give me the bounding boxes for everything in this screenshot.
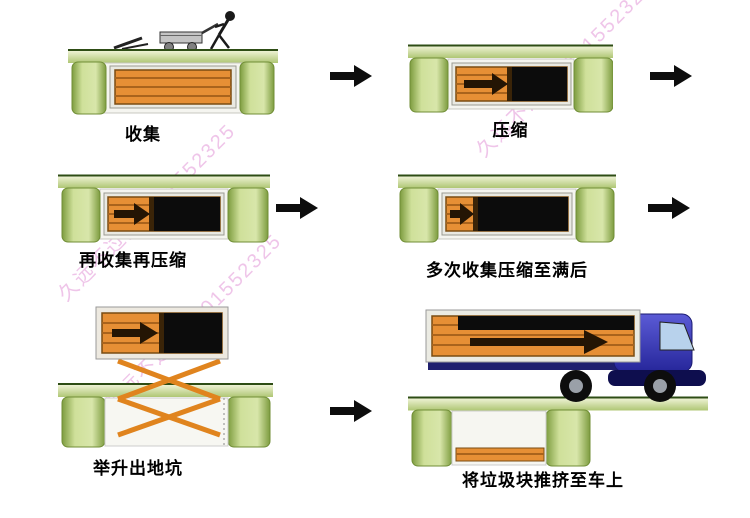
flow-arrow-icon: [330, 400, 372, 422]
push-arrow-icon: [470, 330, 608, 354]
pit-wall-left: [61, 396, 106, 448]
waste-block: [512, 67, 567, 101]
pit-wall-right: [575, 187, 615, 243]
stage-label: 举升出地坑: [93, 459, 183, 478]
stage-full: 多次收集压缩至满后: [398, 172, 616, 281]
collect-graphic: [68, 11, 278, 115]
pit-wall-right: [227, 396, 271, 448]
truck: [428, 313, 706, 402]
truck-bed: [428, 362, 653, 370]
flow-arrow-icon: [276, 197, 318, 219]
ground: [58, 383, 273, 397]
recollect-graphic: [58, 174, 270, 243]
stage-label: 将垃圾块推挤至车上: [462, 471, 624, 490]
push-arrow-icon: [450, 203, 474, 225]
pusher-plate: [507, 67, 512, 101]
truck-windshield: [659, 321, 695, 351]
waste-block: [164, 313, 222, 353]
pit-wall-right: [545, 409, 591, 467]
stage-recollect: 再收集再压缩: [58, 172, 270, 271]
container: [109, 65, 237, 109]
waste-block: [154, 197, 220, 231]
push-graphic: [408, 309, 708, 467]
pusher-plate: [149, 197, 154, 231]
waste-block: [478, 197, 568, 231]
push-arrow-icon: [114, 203, 150, 225]
pusher-plate: [159, 313, 164, 353]
lift-graphic: [58, 306, 273, 448]
flow-arrow-icon: [648, 197, 690, 219]
pit-wall-left: [411, 409, 453, 467]
container: [103, 192, 225, 236]
container: [425, 309, 641, 363]
stage-label: 收集: [125, 125, 161, 144]
waste-block: [458, 316, 634, 330]
ground: [408, 396, 708, 411]
pusher-plate: [473, 197, 478, 231]
scissor-lift: [117, 358, 221, 438]
ground: [58, 174, 270, 188]
push-arrow-icon: [112, 322, 158, 344]
push-arrow-icon: [464, 73, 508, 95]
worker-and-cart: [113, 11, 235, 52]
compress-graphic: [408, 44, 613, 113]
flow-arrow-icon: [330, 65, 372, 87]
stage-compress: 压缩: [408, 42, 613, 141]
pit-wall-left: [71, 61, 107, 115]
pit-wall-left: [409, 57, 449, 113]
stage-label: 多次收集压缩至满后: [426, 261, 588, 280]
ground: [68, 49, 278, 63]
container: [451, 62, 572, 106]
stage-label: 再收集再压缩: [79, 251, 187, 270]
container: [95, 306, 229, 360]
pit-wall-right: [573, 57, 613, 113]
pit-wall-left: [399, 187, 439, 243]
lift-platform: [455, 447, 545, 462]
full-graphic: [398, 174, 616, 243]
flow-arrow-icon: [650, 65, 692, 87]
container: [441, 192, 573, 236]
ground: [398, 174, 616, 188]
stage-label: 压缩: [492, 121, 529, 140]
ground: [408, 44, 613, 58]
stage-lift: 举升出地坑: [58, 305, 273, 479]
pit-wall-right: [227, 187, 269, 243]
pit-wall-left: [61, 187, 101, 243]
stage-push: 将垃圾块推挤至车上: [408, 298, 708, 491]
stage-collect: 收集: [68, 8, 278, 145]
pit-wall-right: [239, 61, 275, 115]
